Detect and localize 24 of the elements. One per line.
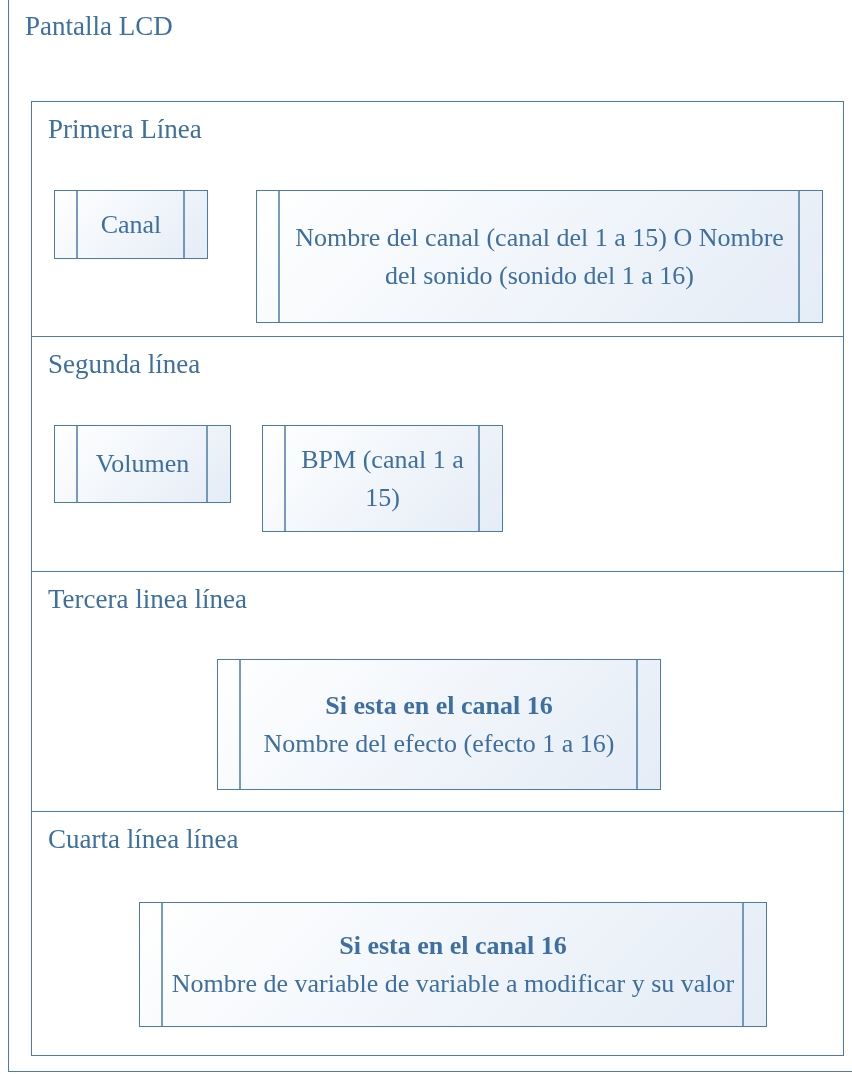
group-panel	[31, 571, 844, 812]
section-heading: Tercera linea línea	[48, 584, 247, 615]
box-text: Volumen	[95, 448, 190, 481]
section-heading: Cuarta línea línea	[48, 824, 239, 855]
group-panel	[31, 811, 844, 1056]
group-panel	[8, 0, 852, 1072]
box-text: Nombre del canal (canal del 1 a 15) O Nombre del sonido (sonido del 1 a 16)	[294, 221, 785, 292]
process-box	[217, 659, 661, 790]
group-panel	[31, 336, 844, 572]
box-heading: Si esta en el canal 16	[325, 689, 553, 722]
box-text: Canal	[100, 208, 162, 241]
group-panel	[31, 101, 844, 338]
process-box	[54, 190, 208, 259]
box-text: Nombre del efecto (efecto 1 a 16)	[263, 727, 615, 760]
process-box	[54, 425, 231, 503]
section-heading: Pantalla LCD	[25, 11, 173, 42]
process-box	[262, 425, 503, 532]
section-heading: Primera Línea	[48, 114, 202, 145]
section-heading: Segunda línea	[48, 349, 201, 380]
process-box	[256, 190, 823, 323]
box-text: BPM (canal 1 a 15)	[300, 443, 465, 514]
box-text: Nombre de variable de variable a modificar y su valor	[171, 967, 735, 1000]
box-heading: Si esta en el canal 16	[339, 929, 567, 962]
process-box	[139, 902, 767, 1027]
